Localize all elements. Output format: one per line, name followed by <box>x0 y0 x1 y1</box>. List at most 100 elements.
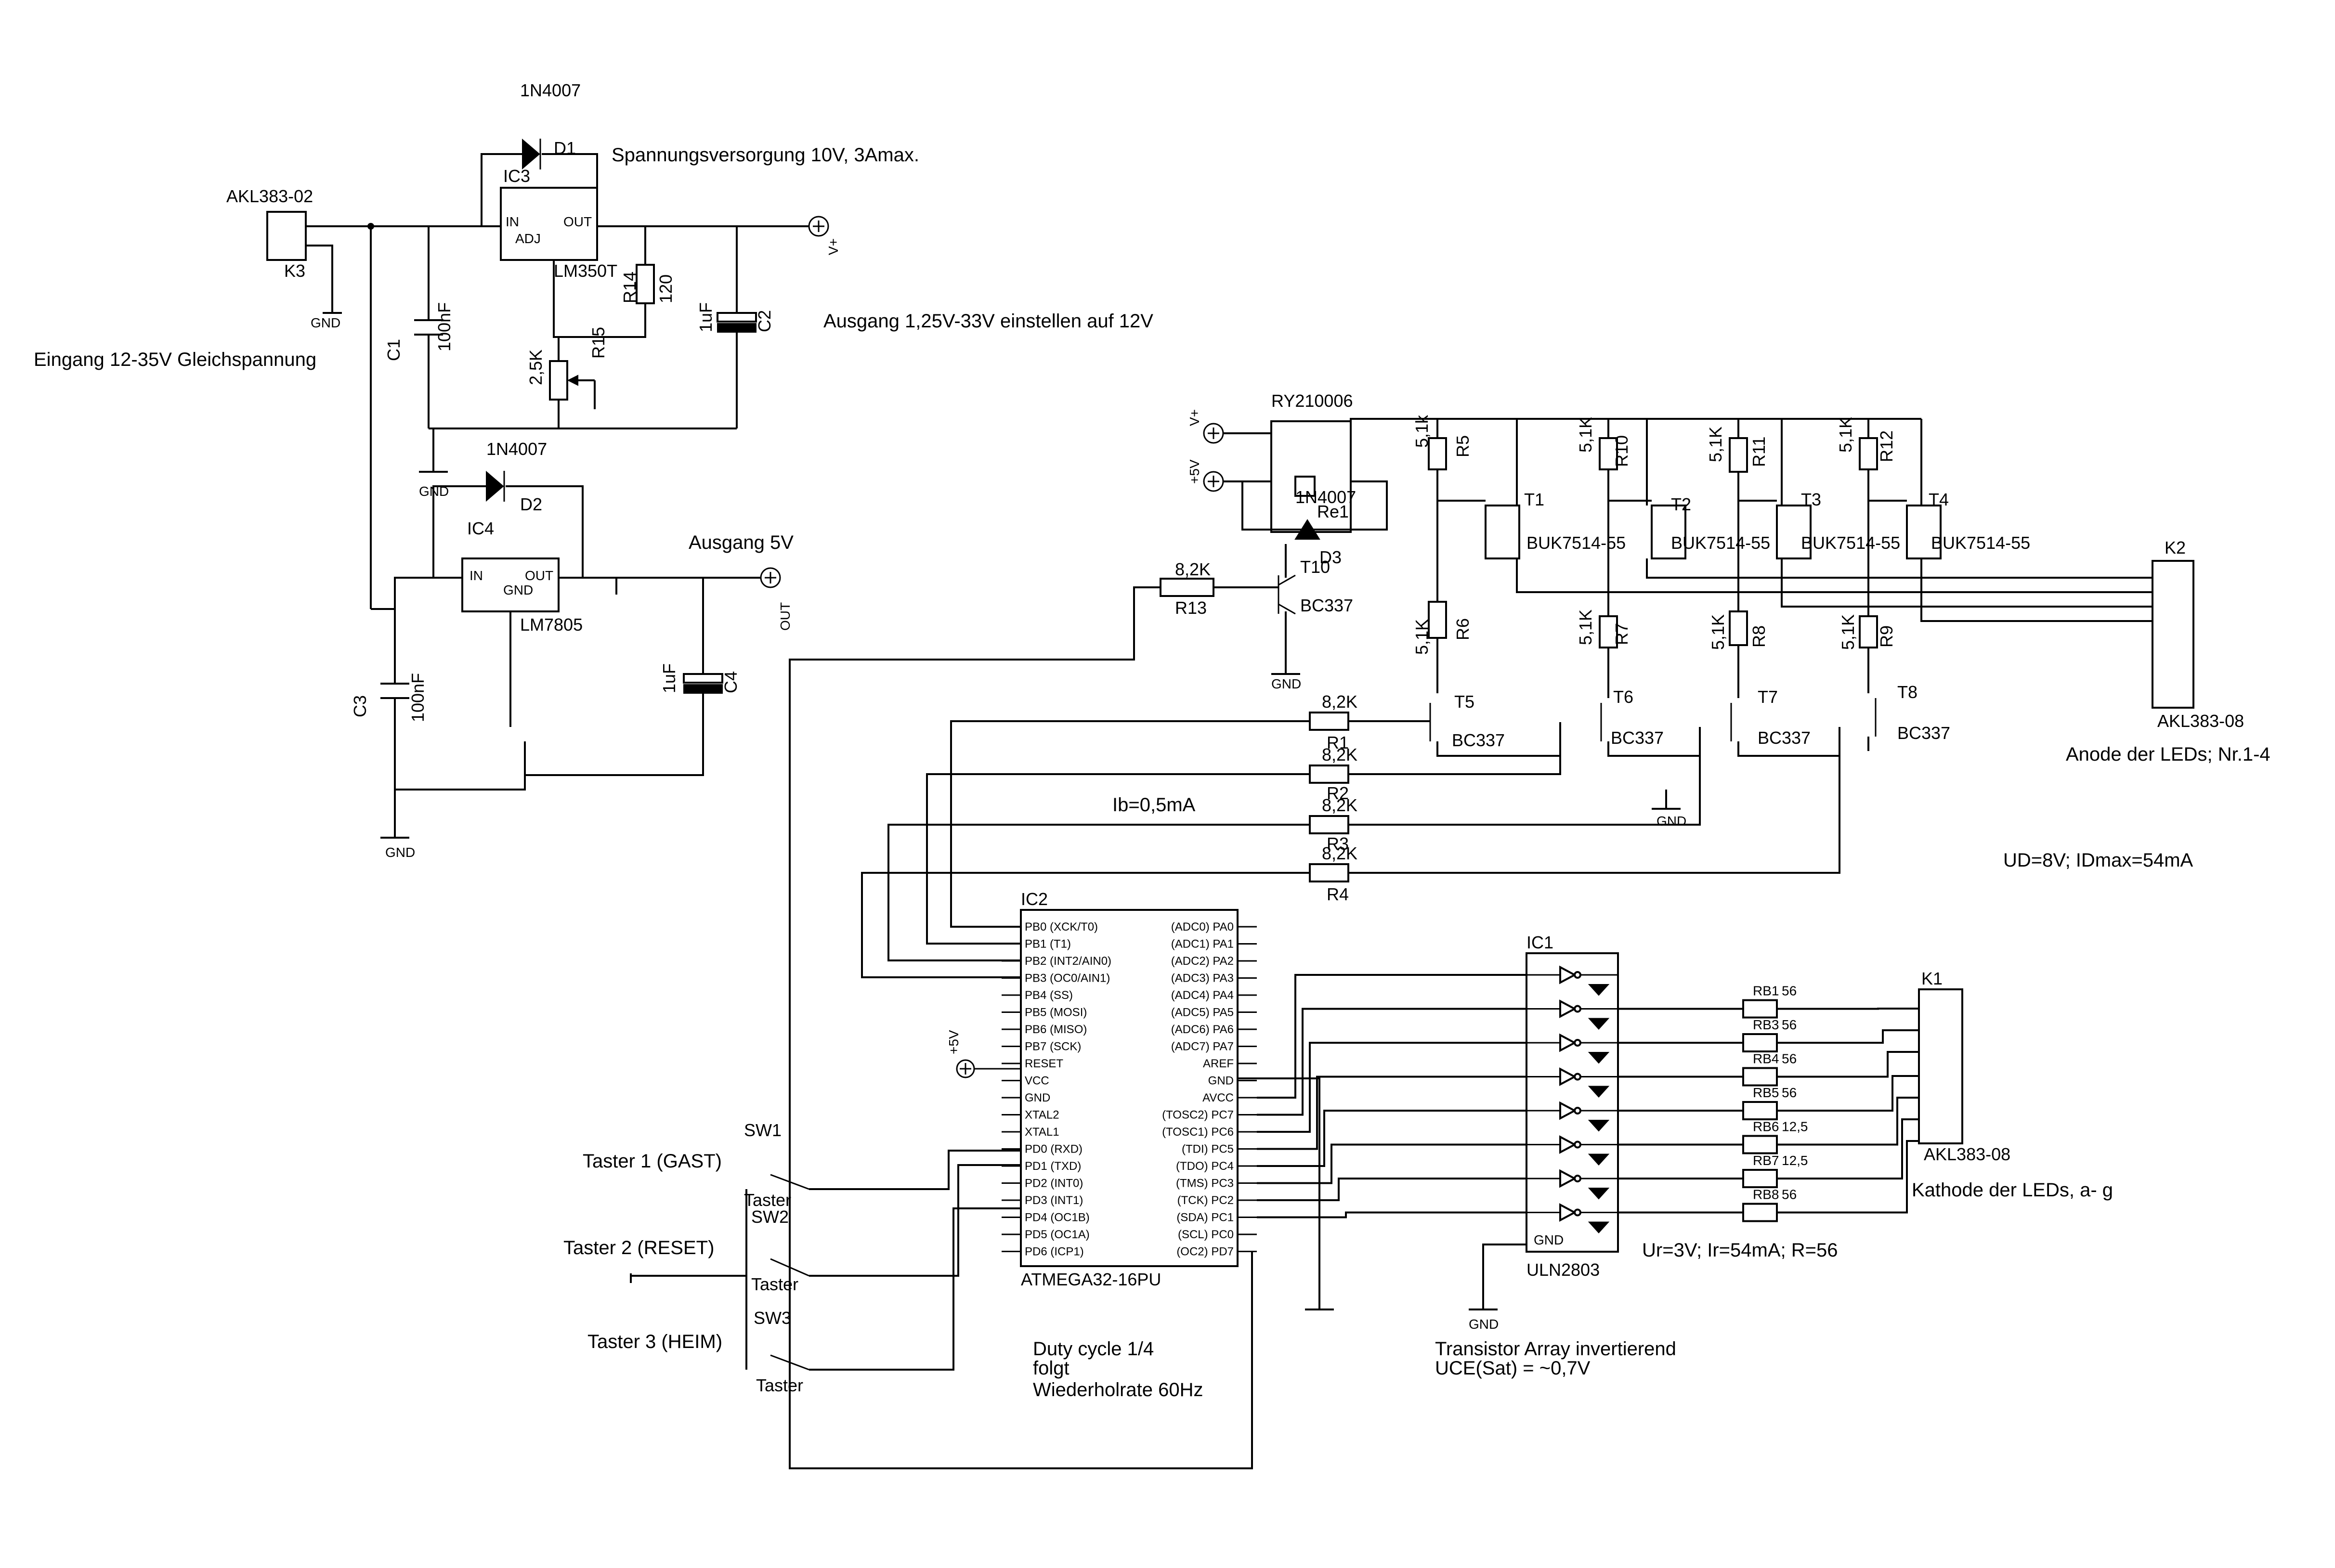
c1-ref: C1 <box>384 339 404 361</box>
capacitor-c4 <box>683 673 723 684</box>
t8-ref: T8 <box>1897 682 1918 702</box>
rb-output-wire <box>1777 1029 1919 1044</box>
connector-k1 <box>1918 988 1963 1144</box>
ic2-left-pin-label: PB6 (MISO) <box>1025 1023 1087 1036</box>
ic2-right-pin-label: (TDI) PC5 <box>1182 1143 1234 1156</box>
ic1-feed-wire <box>1257 974 1526 1099</box>
k3-ref: K3 <box>284 261 305 281</box>
sw3-contact <box>770 1354 809 1371</box>
ic1-inverter-bubble <box>1574 1208 1581 1217</box>
r9-ref: R9 <box>1877 625 1896 648</box>
diode-d3-symbol <box>1294 519 1320 540</box>
ic2-right-pin-label: (TOSC2) PC7 <box>1162 1109 1234 1122</box>
ic2-right-pin-label: (ADC3) PA3 <box>1171 972 1234 985</box>
sw3-ref: SW3 <box>754 1308 791 1328</box>
t6-part: BC337 <box>1611 728 1664 748</box>
connector-k2-group: K2 AKL383-08 Anode der LEDs; Nr.1-4 UD=8… <box>2003 538 2270 871</box>
ic1-feed-wire <box>1257 1042 1526 1133</box>
ic2-left-pin-label: PB3 (OC0/AIN1) <box>1025 972 1110 985</box>
ic2-right-pin-label: (OC2) PD7 <box>1176 1245 1234 1258</box>
r7-ref: R7 <box>1612 623 1631 645</box>
rb-resistor <box>1742 1033 1778 1052</box>
power-supply-section: AKL383-02 K3 GND Eingang 12-35V Gleichsp… <box>34 80 1153 860</box>
t2-ref: T2 <box>1671 494 1691 514</box>
rb-output-wire <box>1777 1118 1919 1179</box>
sw2-contact <box>770 1258 809 1277</box>
ic1-buffer-symbol <box>1559 1067 1577 1086</box>
ic2-right-pin-label: (ADC0) PA0 <box>1171 920 1234 933</box>
ic1-buffer-symbol <box>1559 1169 1577 1188</box>
ic3-in: IN <box>506 214 519 229</box>
note-supply: Spannungsversorgung 10V, 3Amax. <box>612 144 919 166</box>
ic1-clamp-diode <box>1588 1120 1610 1132</box>
t8-part: BC337 <box>1897 723 1950 743</box>
rb-value: 56 <box>1782 984 1797 998</box>
sw1-label: Taster <box>744 1190 791 1210</box>
note-anode: Anode der LEDs; Nr.1-4 <box>2066 744 2270 765</box>
note-ud: UD=8V; IDmax=54mA <box>2003 850 2193 871</box>
resistor-r9 <box>1859 615 1878 648</box>
gnd-label-ic1: GND <box>1469 1317 1499 1332</box>
rb-resistor <box>1742 1169 1778 1188</box>
ic1-feed-wire <box>1257 1008 1526 1116</box>
ic2-right-pin-label: (TCK) PC2 <box>1177 1194 1234 1207</box>
ic1-clamp-diode <box>1588 1221 1610 1233</box>
ic2-right-pin-label: (ADC1) PA1 <box>1171 938 1234 951</box>
ic2-right-pin-label: AVCC <box>1202 1091 1234 1104</box>
ic2-right-pin-label: (ADC5) PA5 <box>1171 1006 1234 1019</box>
resistor-r13 <box>1160 578 1214 597</box>
ic1-feed-wire <box>1257 1178 1526 1201</box>
gnd-label-c3: GND <box>385 845 415 860</box>
ic1-ref: IC1 <box>1526 933 1553 952</box>
r13-ref: R13 <box>1175 598 1207 618</box>
ic1-buffer-symbol <box>1559 1203 1577 1222</box>
r8-value: 5,1K <box>1708 614 1728 650</box>
k1-value: AKL383-08 <box>1924 1144 2010 1164</box>
sw2-label: Taster <box>751 1274 798 1294</box>
connector-k3 <box>266 211 307 261</box>
capacitor-c2 <box>717 312 757 323</box>
ic1-buffer-symbol <box>1559 1101 1577 1120</box>
gnd-label-k3: GND <box>311 315 340 330</box>
d1-value: 1N4007 <box>520 80 581 100</box>
r6-ref: R6 <box>1453 618 1473 640</box>
ic3-adj: ADJ <box>515 231 541 246</box>
t5-part: BC337 <box>1452 730 1505 750</box>
rb-value: 56 <box>1782 1051 1797 1066</box>
diode-d1-symbol <box>522 138 540 170</box>
note-array2: UCE(Sat) = ~0,7V <box>1435 1358 1591 1379</box>
ic4-in: IN <box>470 568 483 583</box>
ic1-drivers <box>1257 965 1618 1233</box>
ic2-left-pins: PB0 (XCK/T0)PB1 (T1)PB2 (INT2/AIN0)PB3 (… <box>1002 920 1111 1258</box>
ic4-out: OUT <box>525 568 553 583</box>
r10-value: 5,1K <box>1576 417 1595 453</box>
ic2-left-pin-label: PD4 (OC1B) <box>1025 1211 1090 1224</box>
ic1-feed-wire <box>1257 1110 1526 1167</box>
resistor-r2 <box>1309 765 1349 784</box>
r14-ref: R14 <box>620 272 639 303</box>
ic2-right-pin-label: GND <box>1208 1075 1234 1088</box>
vplus-label-2: V+ <box>1187 409 1202 426</box>
mosfet-t4 <box>1906 505 1942 559</box>
r12-ref: R12 <box>1877 430 1896 462</box>
ic1-buffer-symbol <box>1559 1033 1577 1052</box>
ic1-buffer-symbol <box>1559 1135 1577 1154</box>
ic2-left-pin-label: PB4 (SS) <box>1025 989 1073 1002</box>
ic2-ref: IC2 <box>1021 889 1048 909</box>
r3-value: 8,2K <box>1322 795 1357 815</box>
t4-part: BUK7514-55 <box>1931 533 2030 553</box>
ic1-clamp-diode <box>1588 1018 1610 1030</box>
r10-ref: R10 <box>1612 435 1631 467</box>
rb-value: 12,5 <box>1782 1119 1808 1134</box>
ic1-inverter-bubble <box>1574 1107 1581 1114</box>
d3-ref: D3 <box>1319 547 1342 567</box>
out-label: OUT <box>778 602 793 631</box>
note-taster2: Taster 2 (RESET) <box>563 1237 714 1258</box>
ic1-clamp-diode <box>1588 1153 1610 1166</box>
rb-resistor <box>1742 1067 1778 1087</box>
note-input: Eingang 12-35V Gleichspannung <box>34 349 316 370</box>
diode-d2-symbol <box>486 470 504 502</box>
ic1-uln2803 <box>1526 952 1619 1253</box>
r4-ref: R4 <box>1327 884 1349 904</box>
